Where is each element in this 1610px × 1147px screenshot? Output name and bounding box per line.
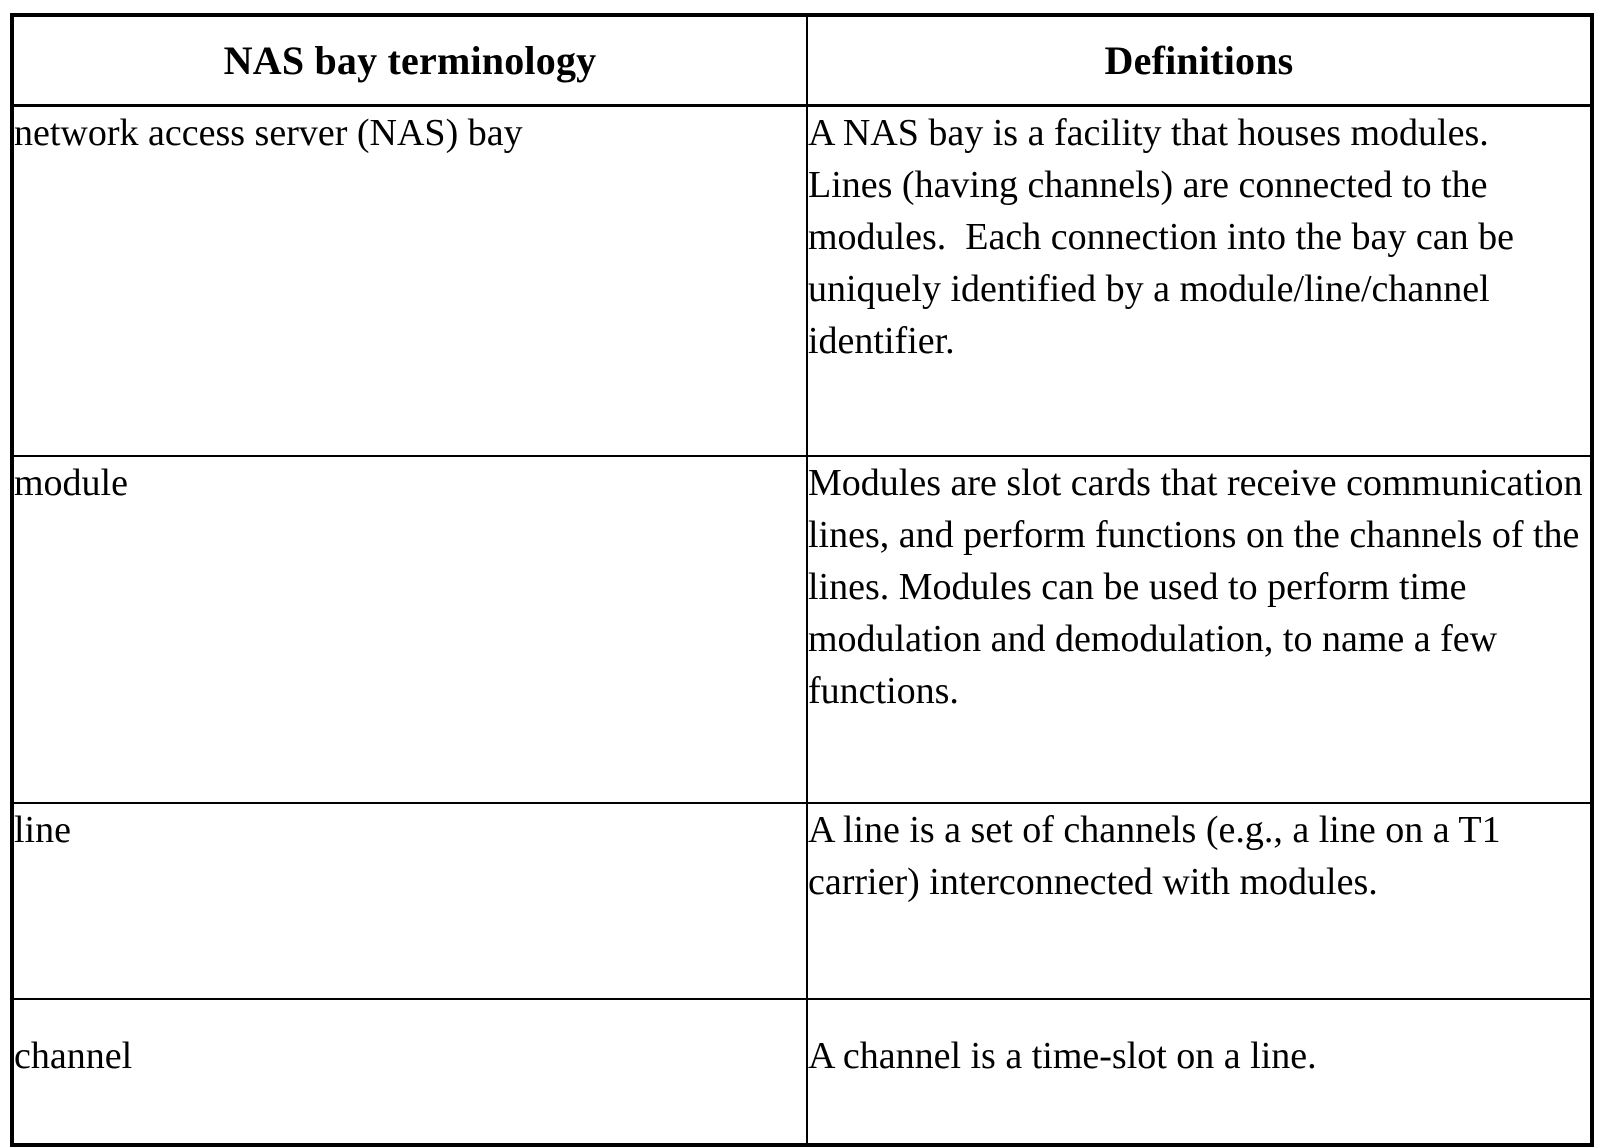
term-cell-module: module [11,455,808,804]
nas-bay-terminology-table: NAS bay terminology Definitions network … [10,13,1594,1147]
document-page: NAS bay terminology Definitions network … [10,13,1594,1147]
table-header: NAS bay terminology Definitions [11,14,1593,107]
table-row: channel A channel is a time-slot on a li… [11,998,1593,1146]
term-cell-channel: channel [11,998,808,1146]
term-cell-nas-bay: network access server (NAS) bay [11,104,808,457]
definition-cell-channel: A channel is a time-slot on a line. [806,998,1593,1146]
column-header-term: NAS bay terminology [11,14,808,107]
definition-cell-module: Modules are slot cards that receive comm… [806,455,1593,804]
table-row: module Modules are slot cards that recei… [11,455,1593,804]
definition-cell-line: A line is a set of channels (e.g., a lin… [806,802,1593,1000]
table-header-row: NAS bay terminology Definitions [11,14,1593,107]
table-row: network access server (NAS) bay A NAS ba… [11,104,1593,457]
term-cell-line: line [11,802,808,1000]
definition-cell-nas-bay: A NAS bay is a facility that houses modu… [806,104,1593,457]
table-row: line A line is a set of channels (e.g., … [11,802,1593,1000]
column-header-definition: Definitions [806,14,1593,107]
table-body: network access server (NAS) bay A NAS ba… [11,104,1593,1146]
